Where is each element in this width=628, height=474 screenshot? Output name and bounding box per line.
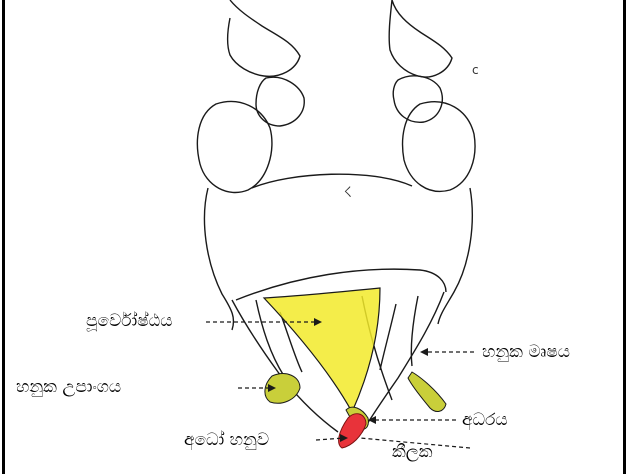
right-lacinia-outline — [380, 304, 396, 370]
left-antenna-segment-lower — [256, 77, 304, 126]
stray-mark-top-right: c — [472, 64, 479, 76]
right-palp — [408, 372, 446, 411]
label-mandible: අධෝ හනුව — [184, 432, 269, 449]
right-antenna-segment-lower — [393, 76, 442, 122]
label-maxillary-palp: හනුක උපාංගය — [16, 379, 121, 396]
right-antenna-segment-upper — [389, 0, 452, 77]
label-labrum: පූර්වෝෂ්ඨය — [86, 313, 172, 330]
left-eye — [197, 101, 272, 192]
label-lacinia: කීලක — [392, 444, 433, 461]
left-antenna-segment-upper — [228, 0, 300, 76]
head-capsule-top — [252, 174, 412, 188]
label-hypopharynx: අධරය — [462, 412, 508, 429]
label-maxilla-body: හනුක මෘෂය — [482, 344, 570, 361]
head-capsule-right — [438, 188, 472, 324]
stray-mark-center: ㄑ — [342, 186, 354, 198]
head-capsule-left — [204, 188, 233, 330]
right-eye — [403, 102, 475, 192]
mandible-highlight — [339, 414, 366, 448]
